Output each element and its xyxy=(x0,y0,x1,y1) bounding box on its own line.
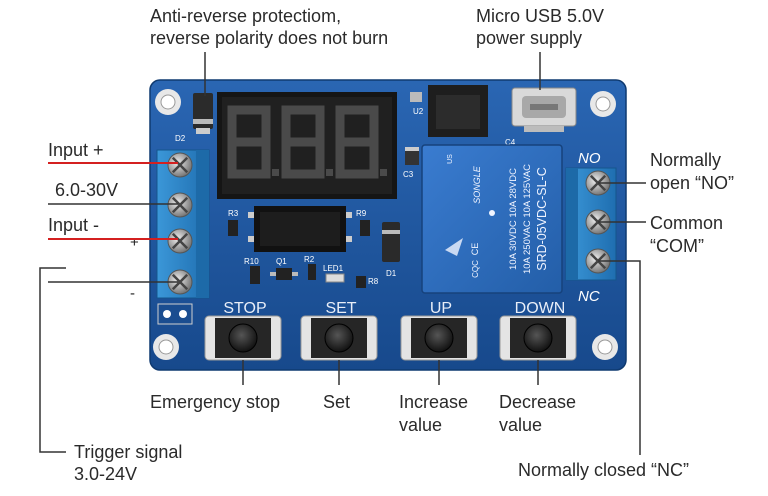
relay: SRD-05VDC-SL-C 10A 250VAC 10A 125VAC 10A… xyxy=(421,144,563,294)
tactile-button[interactable] xyxy=(400,315,478,361)
button-label-up: UP xyxy=(430,300,452,317)
transistor-q1 xyxy=(270,268,298,280)
label-u2: U2 xyxy=(413,107,424,116)
optocoupler xyxy=(248,206,352,252)
callout-common-2: “COM” xyxy=(650,236,704,256)
callout-usb-2: power supply xyxy=(476,28,583,48)
tactile-button[interactable] xyxy=(204,315,282,361)
callout-decrease-1: Decrease xyxy=(499,392,577,412)
smd-resistors xyxy=(228,220,370,288)
diode-d1 xyxy=(382,222,400,262)
label-q1: Q1 xyxy=(276,257,287,266)
label-d1: D1 xyxy=(386,269,397,278)
callout-increase-1: Increase xyxy=(399,392,469,412)
relay-mark-cqc: CQC xyxy=(471,260,480,278)
callout-set: Set xyxy=(323,392,351,412)
relay-rating-2: 10A 30VDC 10A 28VDC xyxy=(508,168,519,270)
callout-anti-reverse-1: Anti-reverse protectiom, xyxy=(150,6,342,26)
callout-input-plus: Input + xyxy=(48,140,104,160)
label-r8: R8 xyxy=(368,277,379,286)
callout-voltage-range: 6.0-30V xyxy=(55,180,119,200)
display-digit xyxy=(281,105,333,179)
label-r3: R3 xyxy=(228,209,239,218)
trigger-pads xyxy=(157,303,193,325)
terminal-screw xyxy=(167,228,193,254)
trigger-plus-label: + xyxy=(130,234,139,251)
relay-rating-1: 10A 250VAC 10A 125VAC xyxy=(522,164,533,274)
diode-d2 xyxy=(193,93,213,134)
button-label-down: DOWN xyxy=(515,300,566,317)
label-c3: C3 xyxy=(403,170,414,179)
terminal-screw xyxy=(167,192,193,218)
capacitor-c3 xyxy=(405,147,419,165)
callout-normally-closed: Normally closed “NC” xyxy=(518,460,690,480)
tactile-button[interactable] xyxy=(499,315,577,361)
mounting-holes xyxy=(153,89,618,360)
input-terminal-screws xyxy=(167,152,193,295)
terminal-screw xyxy=(167,269,193,295)
callout-emergency-stop: Emergency stop xyxy=(150,392,281,412)
label-led1: LED1 xyxy=(323,264,344,273)
led1 xyxy=(325,273,345,283)
seven-segment-display xyxy=(217,92,397,199)
relay-mark-ce: CE xyxy=(470,243,480,256)
callout-decrease-2: value xyxy=(499,415,543,435)
callout-common-1: Common xyxy=(650,213,724,233)
regulator-u2 xyxy=(410,85,488,137)
callout-trigger-1: Trigger signal xyxy=(74,442,183,462)
button-label-stop: STOP xyxy=(223,300,266,317)
callout-trigger-2: 3.0-24V xyxy=(74,464,138,484)
relay-model: SRD-05VDC-SL-C xyxy=(535,167,549,271)
label-r10: R10 xyxy=(244,257,259,266)
display-digit xyxy=(335,105,387,179)
relay-mark-us: US xyxy=(447,154,454,164)
label-d2: D2 xyxy=(175,134,186,143)
display-digit xyxy=(227,105,279,179)
trigger-minus-label: - xyxy=(130,285,135,302)
callout-lines xyxy=(39,52,646,455)
label-r2: R2 xyxy=(304,255,315,264)
callout-anti-reverse-2: reverse polarity does not burn xyxy=(150,28,389,48)
terminal-label-nc: NC xyxy=(578,288,600,305)
button-label-set: SET xyxy=(325,300,356,317)
tactile-button[interactable] xyxy=(300,315,378,361)
label-r9: R9 xyxy=(356,209,367,218)
callout-usb-1: Micro USB 5.0V xyxy=(476,6,605,26)
terminal-screw xyxy=(167,152,193,178)
label-c4: C4 xyxy=(505,138,516,147)
micro-usb-port xyxy=(511,87,577,132)
callout-normally-open-1: Normally xyxy=(650,150,722,170)
callout-normally-open-2: open “NO” xyxy=(650,173,735,193)
callout-increase-2: value xyxy=(399,415,443,435)
relay-brand: SONGLE xyxy=(472,165,482,204)
callout-input-minus: Input - xyxy=(48,215,100,235)
terminal-label-no: NO xyxy=(578,150,601,167)
